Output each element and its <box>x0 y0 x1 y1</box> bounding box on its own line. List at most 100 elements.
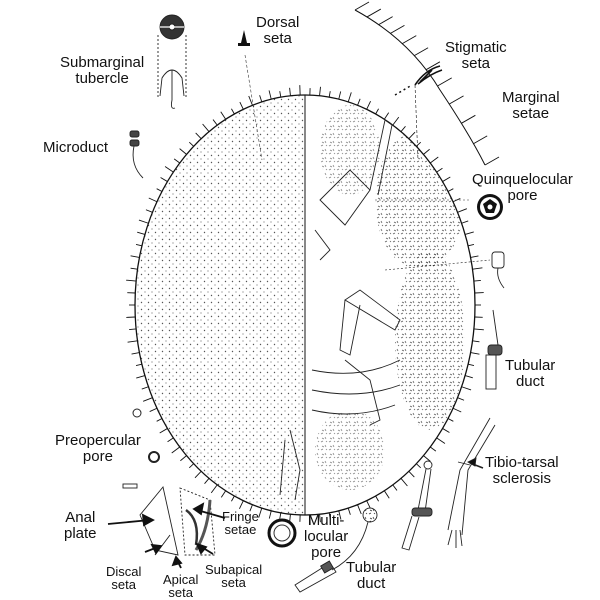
marginal-seta <box>188 141 194 147</box>
marginal-seta <box>442 176 451 182</box>
marginal-seta <box>464 231 474 235</box>
marginal-seta <box>375 495 379 502</box>
marginal-seta <box>436 167 443 173</box>
marginal-seta <box>171 446 181 454</box>
marginal-seta <box>194 470 202 479</box>
marginal-seta <box>160 177 168 182</box>
marginal-seta <box>470 255 479 258</box>
marginal-seta <box>328 512 331 519</box>
marginal-seta <box>437 77 452 87</box>
marginal-seta <box>137 231 146 235</box>
multilocular-pore-icon <box>267 518 297 548</box>
marginal-seta <box>449 95 464 105</box>
marginal-seta <box>392 484 398 491</box>
preopercular-pore-icon <box>132 408 160 463</box>
body-outline <box>126 85 484 525</box>
marginal-seta <box>231 108 235 115</box>
marginal-seta <box>248 95 253 106</box>
marginal-seta <box>473 279 481 282</box>
marginal-seta <box>416 141 422 147</box>
marginal-seta <box>366 500 371 509</box>
marginal-seta <box>319 514 321 523</box>
marginal-seta <box>457 208 468 213</box>
marginal-seta <box>413 47 429 57</box>
marginal-seta <box>130 267 138 270</box>
marginal-seta <box>473 328 484 331</box>
marginal-seta <box>402 35 417 45</box>
marginal-seta <box>423 148 430 155</box>
marginal-seta <box>461 114 476 124</box>
marginal-seta <box>126 279 137 282</box>
marginal-seta <box>472 340 480 343</box>
marginal-seta <box>289 87 291 96</box>
marginal-seta <box>338 510 342 520</box>
marginal-seta <box>383 490 390 499</box>
marginal-seta <box>408 131 416 140</box>
marginal-seta <box>442 428 450 433</box>
tubular-duct-middle-icon <box>401 460 433 551</box>
marginal-seta <box>138 219 149 224</box>
marginal-seta <box>156 188 163 192</box>
marginal-seta <box>390 24 405 34</box>
marginal-seta <box>220 490 227 498</box>
pointer-arrows <box>107 502 226 569</box>
marginal-seta <box>383 112 390 120</box>
marginal-seta <box>429 446 437 452</box>
marginal-seta <box>347 507 351 515</box>
marginal-seta <box>429 156 439 164</box>
marginal-seta <box>268 510 272 519</box>
label-microduct: Microduct <box>43 139 109 156</box>
marginal-seta <box>400 478 408 487</box>
marginal-seta <box>328 91 331 98</box>
marginal-seta <box>188 463 194 469</box>
marginal-seta <box>423 455 431 462</box>
marginal-seta <box>129 328 137 331</box>
marginal-seta <box>149 407 158 412</box>
marginal-seta <box>375 108 379 115</box>
marginal-seta <box>468 244 475 247</box>
marginal-seta <box>464 375 473 379</box>
marginal-seta <box>472 267 483 270</box>
marginal-seta <box>452 407 462 413</box>
marginal-seta <box>279 512 282 519</box>
marginal-seta <box>319 86 321 96</box>
tibio-tarsal-icon <box>447 417 496 548</box>
marginal-seta <box>357 504 362 515</box>
marginal-seta <box>249 504 253 512</box>
marginal-seta <box>357 98 361 106</box>
marginal-seta <box>408 470 415 478</box>
marginal-seta <box>130 255 140 258</box>
dorsal-seta-icon <box>238 30 263 161</box>
anal-plate-icon <box>122 483 216 556</box>
marginal-seta <box>268 90 272 100</box>
tubular-duct-right-icon <box>485 309 503 390</box>
tubular-duct-small-icon <box>384 251 505 289</box>
legs <box>279 119 401 501</box>
marginal-seta <box>136 375 146 379</box>
marginal-seta <box>167 437 174 443</box>
marginal-seta <box>461 220 469 224</box>
quinquelocular-pore-icon <box>375 194 503 220</box>
marginal-seta <box>259 95 263 103</box>
marginal-seta <box>131 352 140 355</box>
marginal-seta <box>447 418 454 422</box>
marginal-seta <box>156 418 163 422</box>
marginal-seta <box>127 340 138 343</box>
marginal-seta <box>239 101 244 110</box>
stigmatic-seta-icon <box>354 1 500 166</box>
marginal-seta <box>484 156 500 166</box>
marginal-seta <box>366 8 382 18</box>
marginal-seta <box>425 61 441 71</box>
marginal-seta <box>204 478 210 484</box>
marginal-seta <box>338 91 342 100</box>
marginal-seta <box>457 397 465 401</box>
